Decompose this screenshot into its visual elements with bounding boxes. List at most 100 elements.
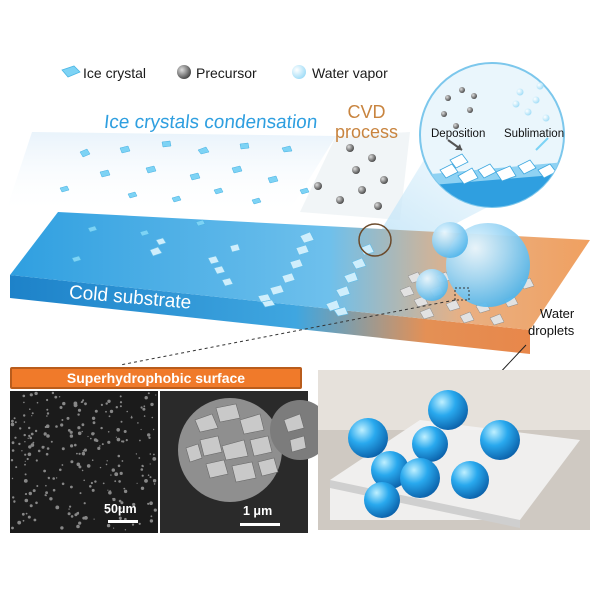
sem-speckle <box>120 420 123 423</box>
sem-speckle <box>10 422 15 427</box>
sem-image-high-mag <box>160 391 330 533</box>
sem-speckle <box>60 526 64 530</box>
sem-speckle <box>99 445 101 447</box>
sem-speckle <box>119 405 122 408</box>
sem-speckle <box>136 482 138 484</box>
sem-speckle <box>90 437 92 440</box>
sem-speckle <box>34 429 38 433</box>
magnified-callout <box>419 62 565 208</box>
sem-speckle <box>27 437 29 439</box>
sem-speckle <box>140 428 142 431</box>
sem-speckle <box>153 508 157 512</box>
sem-speckle <box>46 434 50 438</box>
sem-speckle <box>124 529 127 531</box>
sem-speckle <box>118 499 122 503</box>
sem-speckle <box>120 501 124 505</box>
sem-speckle <box>112 497 116 502</box>
sem-speckle <box>73 401 78 406</box>
sem-speckle <box>155 394 157 396</box>
sem-speckle <box>139 439 141 442</box>
sem-speckle <box>107 489 109 491</box>
precursor-icon <box>177 65 191 79</box>
sem-speckle <box>106 523 111 528</box>
sem-speckle <box>83 479 85 482</box>
sem-speckle <box>24 498 29 503</box>
sem-speckle <box>83 502 86 505</box>
sem-speckle <box>89 485 92 488</box>
sem-speckle <box>69 505 72 508</box>
sem-speckle <box>45 491 48 495</box>
sem-speckle <box>140 486 145 490</box>
sem-speckle <box>46 412 50 415</box>
sem-speckle <box>43 446 45 448</box>
sem-speckle <box>149 519 154 523</box>
sem-speckle <box>144 396 148 400</box>
sem-speckle <box>32 441 35 444</box>
legend-label-precursor: Precursor <box>196 65 257 81</box>
sem-speckle <box>70 515 74 518</box>
sem-speckle <box>13 501 15 503</box>
sem-speckle <box>81 423 85 427</box>
sem-speckle <box>92 421 96 425</box>
sem-speckle <box>150 402 154 407</box>
sem-speckle <box>62 401 66 406</box>
sem-speckle <box>67 512 71 516</box>
sem-speckle <box>35 501 38 505</box>
sem-speckle <box>58 396 61 398</box>
sem-speckle <box>25 512 28 515</box>
sem-speckle <box>14 436 17 439</box>
sem-speckle <box>23 479 28 483</box>
sem-speckle <box>99 466 102 469</box>
sem-speckle <box>91 488 95 492</box>
sem-speckle <box>61 482 65 486</box>
sem-image-low-mag <box>10 391 158 533</box>
sem-speckle <box>29 504 33 508</box>
sem-speckle <box>11 419 14 423</box>
sem-speckle <box>121 460 124 462</box>
sem-speckle <box>140 468 144 471</box>
sem-speckle <box>138 457 141 459</box>
sem-speckle <box>123 489 128 494</box>
substrate-front <box>10 275 530 354</box>
sample-leader-line <box>119 299 456 366</box>
sem-speckle <box>142 407 146 411</box>
sem-speckle <box>126 410 128 413</box>
sem-speckle <box>109 409 114 414</box>
sem-speckle <box>118 480 121 483</box>
sem-speckle <box>121 440 123 443</box>
sem-speckle <box>49 497 53 501</box>
sem-speckle <box>33 518 37 522</box>
sem-speckle <box>101 443 104 446</box>
sem-speckle <box>81 469 84 472</box>
sem-speckle <box>123 487 126 490</box>
sem-speckle <box>100 426 103 430</box>
sem-speckle <box>108 490 112 495</box>
sem-speckle <box>90 481 93 485</box>
sem-speckle <box>152 479 157 483</box>
sem-speckle <box>14 421 17 424</box>
stage-condensation-label: Ice crystals condensation <box>102 112 319 133</box>
sem-speckle <box>61 464 64 466</box>
sem-speckle <box>113 527 115 529</box>
sem-speckle <box>76 452 78 455</box>
sem-speckle <box>10 459 14 462</box>
sem-speckle <box>137 422 139 424</box>
sem-speckle <box>23 414 26 417</box>
scale-label-low-mag: 50μm <box>104 502 137 516</box>
sem-speckle <box>31 415 33 417</box>
sem-speckle <box>86 464 91 468</box>
sem-speckle <box>118 506 122 510</box>
sem-speckle <box>123 430 127 433</box>
sem-speckle <box>87 435 89 438</box>
sem-speckle <box>97 446 101 450</box>
sem-speckle <box>69 430 73 434</box>
sem-speckle <box>52 477 55 480</box>
sem-speckle <box>148 436 151 439</box>
stage-cvd-label: CVD process <box>335 102 399 142</box>
scale-bar-low-mag <box>108 520 138 523</box>
sample-region-box <box>454 287 470 301</box>
sem-speckle <box>68 508 70 510</box>
callout-sublimation-label: Sublimation <box>504 128 565 140</box>
sem-speckle <box>93 518 95 520</box>
sem-speckle <box>80 401 83 404</box>
